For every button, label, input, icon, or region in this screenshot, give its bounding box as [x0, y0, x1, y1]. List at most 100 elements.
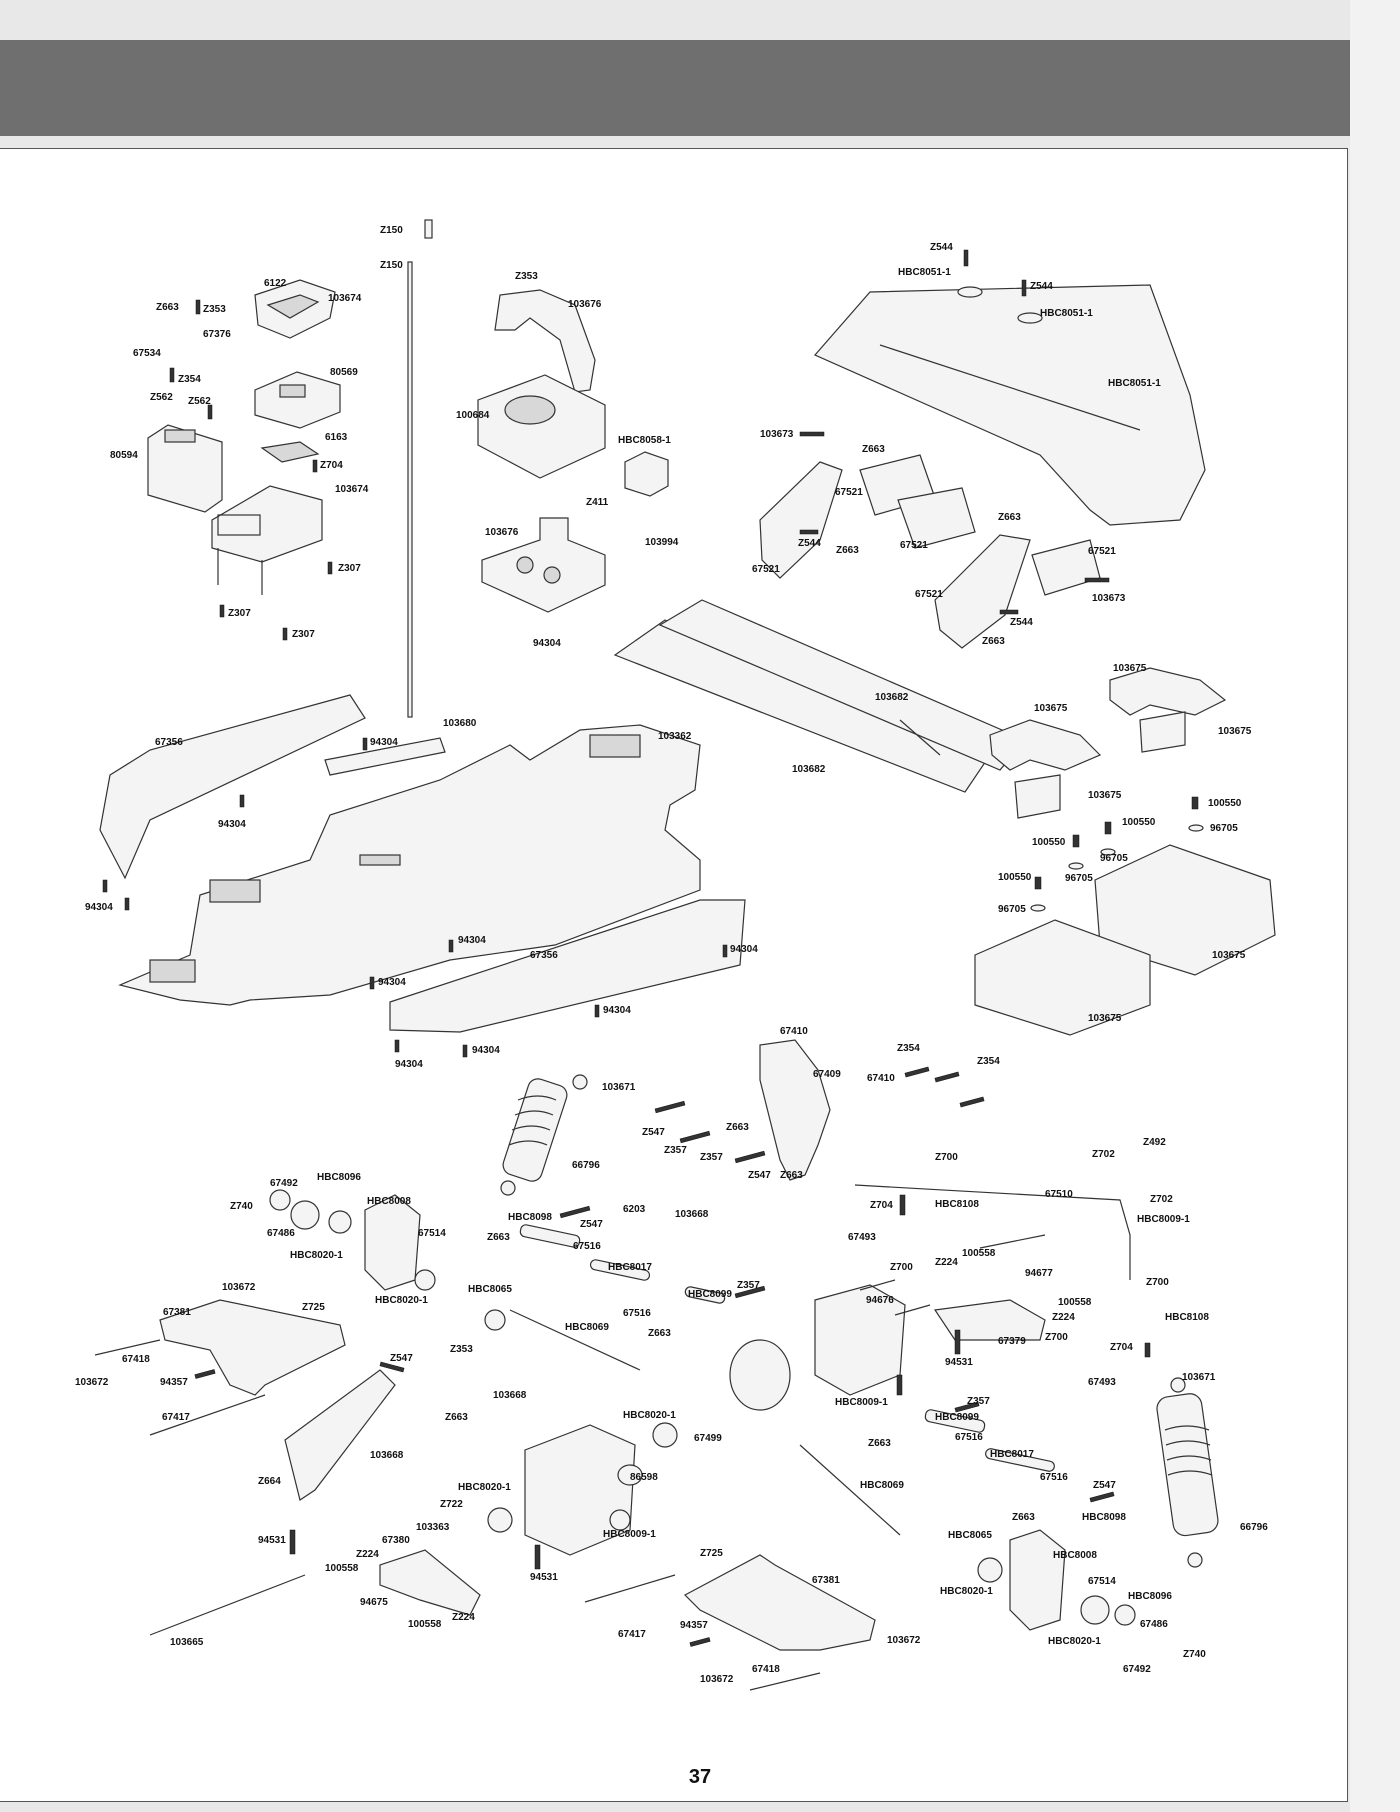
part-label: Z704: [870, 1200, 893, 1211]
part-label: 67418: [122, 1354, 150, 1365]
part-label: 103675: [1218, 726, 1252, 737]
part-label: HBC8009-1: [1137, 1214, 1190, 1225]
part-label: 103672: [887, 1635, 921, 1646]
part-label: 67410: [867, 1073, 895, 1084]
part-label: 6163: [325, 432, 348, 443]
page-edge: [1350, 0, 1400, 1812]
part-label: 103362: [658, 731, 692, 742]
part-label: 103676: [568, 299, 602, 310]
part-label: 67516: [623, 1308, 651, 1319]
part-label: 100550: [1122, 817, 1156, 828]
shock-absorber-right: [1156, 1377, 1219, 1568]
part-label: HBC8051-1: [898, 267, 951, 278]
part-label: HBC8020-1: [458, 1482, 511, 1493]
part-label: Z740: [230, 1201, 253, 1212]
part-label: Z663: [487, 1232, 510, 1243]
part-label: 100550: [998, 872, 1032, 883]
part-label: 67516: [573, 1241, 601, 1252]
part-label: 67486: [267, 1228, 295, 1239]
part-label: 103673: [1092, 593, 1126, 604]
part-label: Z224: [356, 1549, 379, 1560]
part-label: 94304: [533, 638, 561, 649]
part-label: Z307: [228, 608, 251, 619]
part-label: Z700: [890, 1262, 913, 1273]
part-label: 96705: [1100, 853, 1128, 864]
part-label: 6122: [264, 278, 287, 289]
part-label: 100558: [1058, 1297, 1092, 1308]
bearings: [269, 1189, 1136, 1626]
part-label: Z224: [935, 1257, 958, 1268]
battery-straps: [613, 599, 1026, 793]
part-label: HBC8008: [1053, 1550, 1097, 1561]
part-label: 66796: [572, 1160, 600, 1171]
part-label: HBC8065: [468, 1284, 512, 1295]
part-label: 67486: [1140, 1619, 1168, 1630]
part-label: 103363: [416, 1522, 450, 1533]
misc-screws: [194, 1066, 1151, 1647]
part-label: Z700: [1146, 1277, 1169, 1288]
part-label: Z562: [150, 392, 173, 403]
shock-tower: [759, 1039, 831, 1181]
part-label: 67492: [1123, 1664, 1151, 1675]
part-label: 6203: [623, 1204, 646, 1215]
part-label: 103676: [485, 527, 519, 538]
part-label: 80594: [110, 450, 138, 461]
part-label: 103682: [875, 692, 909, 703]
part-label: 103668: [493, 1390, 527, 1401]
part-label: Z722: [440, 1499, 463, 1510]
part-label: 66796: [1240, 1522, 1268, 1533]
part-label: Z547: [748, 1170, 771, 1181]
part-label: 67514: [1088, 1576, 1116, 1587]
part-label: 103665: [170, 1637, 204, 1648]
part-label: 67381: [812, 1575, 840, 1586]
esc-switch: [624, 451, 669, 497]
part-label: HBC8058-1: [618, 435, 671, 446]
part-label: HBC8098: [1082, 1512, 1126, 1523]
part-label: HBC8096: [1128, 1591, 1172, 1602]
part-label: Z663: [1012, 1512, 1035, 1523]
part-label: 103672: [222, 1282, 256, 1293]
part-label: Z411: [586, 497, 609, 508]
part-label: Z224: [452, 1612, 475, 1623]
part-label: Z702: [1092, 1149, 1115, 1160]
part-label: 94357: [680, 1620, 708, 1631]
part-label: 67493: [848, 1232, 876, 1243]
side-guard-left: [99, 694, 366, 880]
part-label: 67521: [900, 540, 928, 551]
part-label: 67356: [530, 950, 558, 961]
part-label: Z725: [302, 1302, 325, 1313]
chassis-brace: [324, 737, 446, 776]
part-label: 67376: [203, 329, 231, 340]
part-label: Z700: [1045, 1332, 1068, 1343]
suspension-arms: [159, 1299, 1046, 1651]
part-label: Z150: [380, 260, 403, 271]
part-label: 96705: [1210, 823, 1238, 834]
part-label: Z663: [836, 545, 859, 556]
part-label: Z354: [977, 1056, 1000, 1067]
part-label: 103671: [602, 1082, 636, 1093]
part-label: Z357: [664, 1145, 687, 1156]
part-label: 100684: [456, 410, 490, 421]
part-label: HBC8009-1: [603, 1529, 656, 1540]
chassis-screws: [102, 737, 728, 1058]
part-label: 67356: [155, 737, 183, 748]
page-number: 37: [688, 1766, 712, 1788]
rear-wing: [814, 284, 1206, 526]
side-guard-right: [389, 899, 746, 1033]
part-label: 96705: [998, 904, 1026, 915]
part-label: 94531: [258, 1535, 286, 1546]
drive-shafts: [149, 1309, 901, 1636]
battery-spacers: [989, 667, 1227, 819]
part-label: 67514: [418, 1228, 446, 1239]
part-label: Z663: [998, 512, 1021, 523]
part-label: 103668: [370, 1450, 404, 1461]
part-label: 94531: [530, 1572, 558, 1583]
part-label: 94675: [360, 1597, 388, 1608]
part-label: 103675: [1113, 663, 1147, 674]
part-label: 100550: [1032, 837, 1066, 848]
part-label: 67534: [133, 348, 161, 359]
part-label: HBC8108: [1165, 1312, 1209, 1323]
esc-tray: [481, 517, 606, 613]
part-label: 67521: [915, 589, 943, 600]
part-label: Z354: [897, 1043, 920, 1054]
